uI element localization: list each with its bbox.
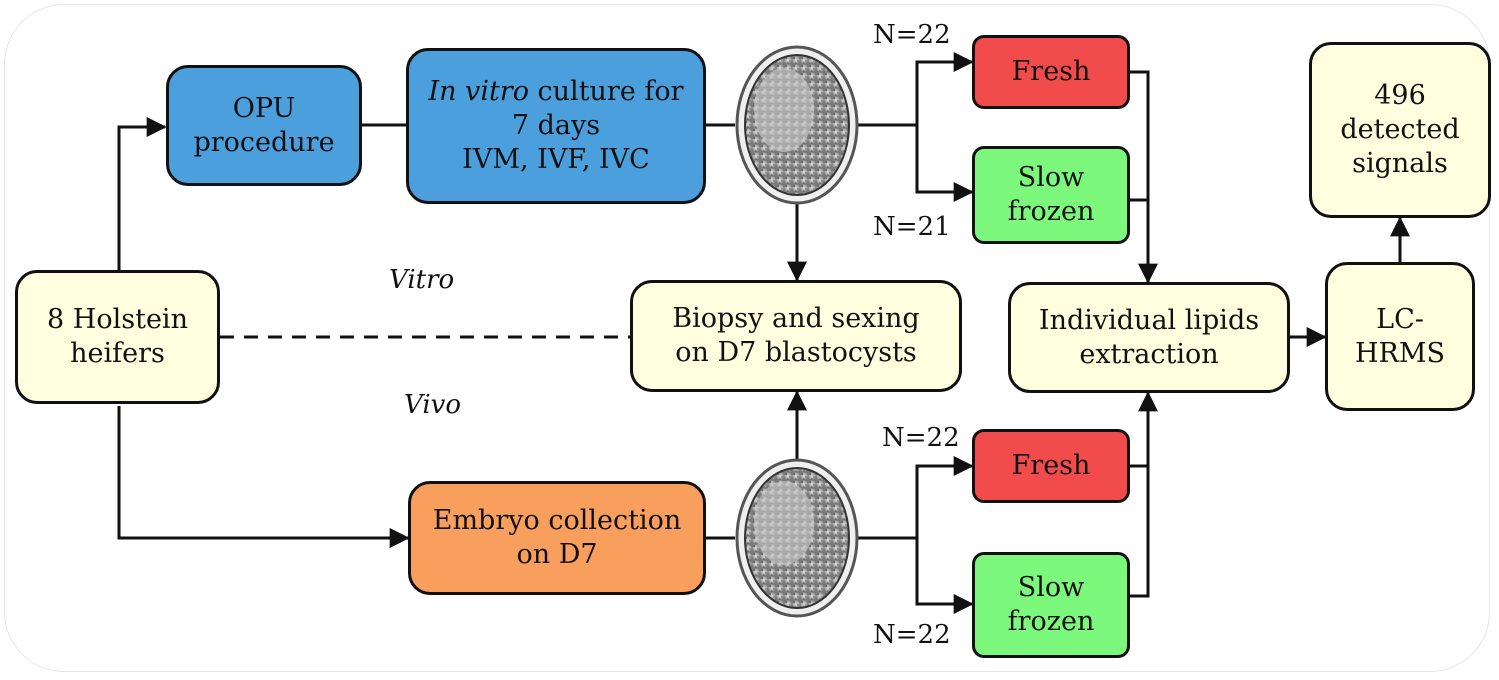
lchrms-line-1: LC- [1376,303,1424,335]
signals-line-3: signals [1352,148,1448,179]
label-n-slow-bottom: N=22 [873,620,951,650]
culture-line-1: In vitro culture for [428,75,683,109]
box-biopsy-sexing: Biopsy and sexing on D7 blastocysts [630,280,962,392]
box-holstein-heifers: 8 Holstein heifers [15,270,220,404]
label-n-fresh-bottom: N=22 [882,423,960,453]
line-embryo-top-branch [858,52,974,127]
extraction-line-1: Individual lipids [1038,304,1260,336]
line-branch-slow-top [915,125,974,202]
signals-line-1: 496 [1374,80,1426,111]
biopsy-line-1: Biopsy and sexing [672,303,920,334]
slow-top-line-2: frozen [1007,196,1095,227]
biopsy-line-2: on D7 blastocysts [675,337,917,368]
box-slow-frozen-bottom: Slow frozen [972,552,1130,658]
extraction-line-2: extraction [1079,338,1219,370]
box-opu-procedure: OPU procedure [166,65,362,186]
culture-line-3: IVM, IVF, IVC [462,144,650,175]
line-fresh-top-extraction [1130,70,1158,284]
line-embryo-bottom-branch [858,456,974,540]
box-embryo-collection: Embryo collection on D7 [408,481,706,595]
fresh-top-label: Fresh [1011,56,1091,87]
box-in-vitro-culture: In vitro culture for 7 days IVM, IVF, IV… [406,48,706,204]
box-fresh-top: Fresh [972,35,1130,109]
culture-in-vitro-italic: In vitro [428,76,529,107]
heifers-line-1: 8 Holstein [47,304,188,335]
line-heifers-opu [117,117,167,270]
box-slow-frozen-top: Slow frozen [972,146,1130,244]
box-lc-hrms: LC- HRMS [1325,262,1475,411]
collection-line-1: Embryo collection [432,505,682,536]
fresh-bottom-label: Fresh [1011,450,1091,481]
line-heifers-collection [117,406,410,548]
embryo-bottom-image [735,458,859,618]
opu-line-2: procedure [193,126,335,158]
line-slow-bottom-extraction [1130,391,1158,598]
label-vivo: Vivo [404,390,461,420]
opu-line-1: OPU [232,92,296,124]
box-detected-signals: 496 detected signals [1309,42,1491,218]
label-n-slow-top: N=21 [873,212,951,242]
label-n-fresh-top: N=22 [873,20,951,50]
lchrms-line-2: HRMS [1354,337,1446,369]
line-branch-slow-bottom [915,538,974,614]
box-fresh-bottom: Fresh [972,429,1130,503]
culture-line-1-rest: culture for [528,76,684,107]
slow-bottom-line-2: frozen [1007,606,1095,637]
collection-line-2: on D7 [516,539,598,570]
slow-bottom-line-1: Slow [1017,572,1085,603]
rounded-frame [4,4,1490,672]
heifers-line-2: heifers [70,338,165,369]
label-vitro: Vitro [389,265,455,295]
slow-top-line-1: Slow [1017,162,1085,193]
embryo-top-image [735,45,859,205]
signals-line-2: detected [1340,114,1460,145]
culture-line-2: 7 days [511,110,601,141]
box-lipids-extraction: Individual lipids extraction [1008,282,1290,393]
